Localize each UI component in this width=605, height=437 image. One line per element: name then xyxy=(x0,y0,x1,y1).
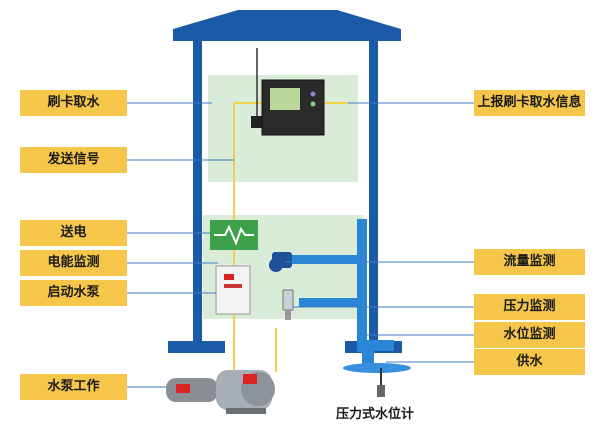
power-wave-icon xyxy=(214,224,254,246)
leader-lines xyxy=(127,102,474,388)
label-power-supply: 送电 xyxy=(20,220,127,246)
label-water-supply: 供水 xyxy=(474,349,585,375)
left-pillar xyxy=(193,41,202,342)
shelter-roof xyxy=(173,10,401,41)
pressure-gauge xyxy=(282,289,294,311)
flow-meter-flange xyxy=(269,258,283,272)
main-riser-pipe xyxy=(357,219,367,352)
label-start-pump: 启动水泵 xyxy=(20,280,127,306)
controller-light-2 xyxy=(310,101,316,107)
label-report-info: 上报刷卡取水信息 xyxy=(474,90,585,116)
pressure-gauge-tip xyxy=(285,310,291,320)
cabinet-indicator xyxy=(224,274,234,280)
caption-pressure-level-meter: 压力式水位计 xyxy=(336,407,415,422)
pump-foot xyxy=(226,408,266,414)
label-swipe-card: 刷卡取水 xyxy=(20,90,127,116)
label-pressure-monitor: 压力监测 xyxy=(474,294,585,320)
water-level-disk xyxy=(343,363,411,373)
label-energy-monitor: 电能监测 xyxy=(20,250,127,276)
lower-branch-pipe xyxy=(299,298,359,307)
motor-badge xyxy=(243,374,257,384)
label-level-monitor: 水位监测 xyxy=(474,322,585,348)
cabinet-label xyxy=(224,284,242,288)
left-pillar-base xyxy=(168,341,225,353)
controller-screen xyxy=(270,88,300,110)
label-flow-monitor: 流量监测 xyxy=(474,249,585,275)
control-cabinet xyxy=(215,265,251,315)
label-send-signal: 发送信号 xyxy=(20,147,127,173)
outlet-pipe xyxy=(364,340,394,351)
antenna-base xyxy=(251,116,263,128)
outlet-pipe-drop xyxy=(362,340,374,366)
pump-badge xyxy=(176,384,190,393)
controller-light-1 xyxy=(310,91,316,97)
level-sensor-probe xyxy=(377,385,385,397)
right-pillar xyxy=(369,41,378,342)
upper-branch-pipe xyxy=(289,255,359,264)
pump-body xyxy=(166,378,218,402)
label-pump-working: 水泵工作 xyxy=(20,374,127,400)
